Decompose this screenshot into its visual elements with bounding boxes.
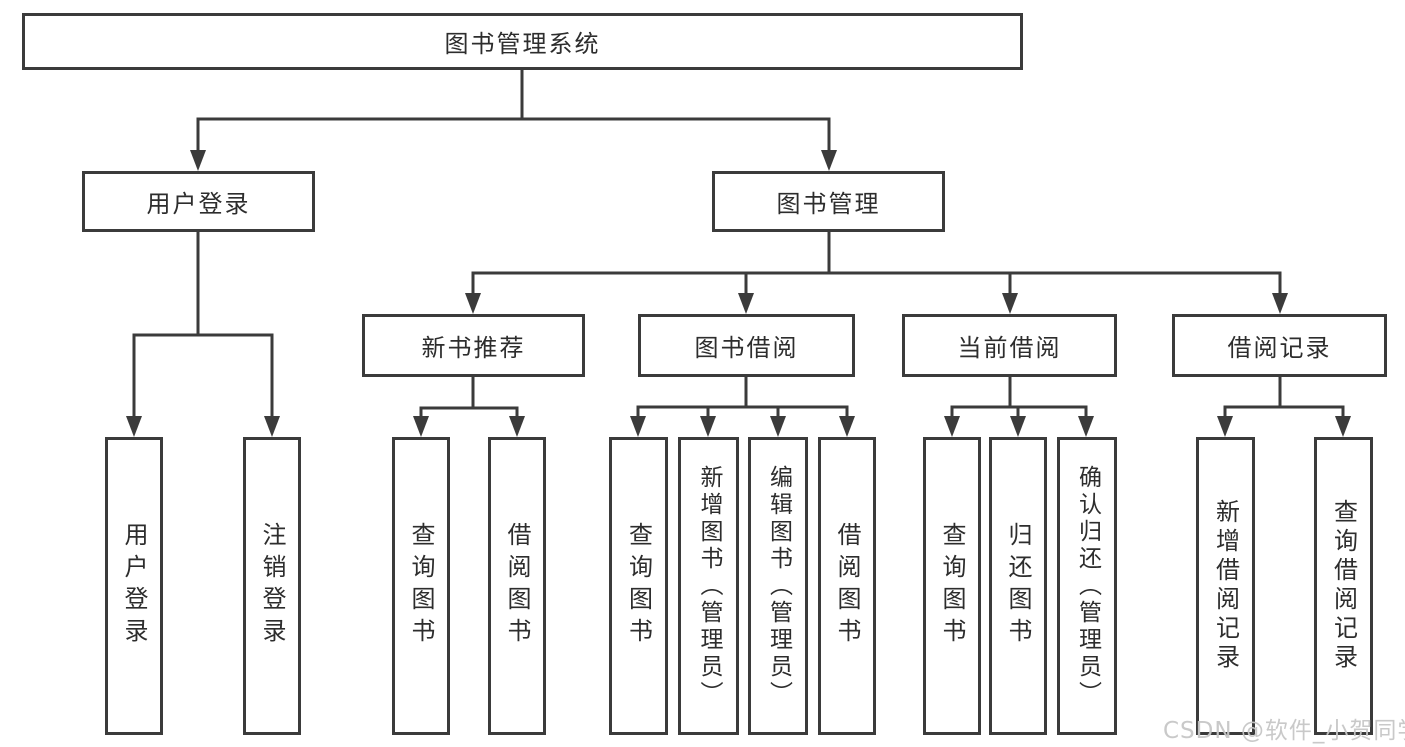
node-borrow-record: 借阅记录 bbox=[1172, 314, 1387, 377]
node-current-borrow: 当前借阅 bbox=[902, 314, 1117, 377]
csdn-watermark: CSDN @软件_小贺同学 bbox=[1163, 718, 1405, 744]
node-book-borrow: 图书借阅 bbox=[638, 314, 855, 377]
leaf-record-query-borrow-record: 查询借阅记录 bbox=[1314, 437, 1373, 735]
leaf-current-return-books: 归还图书 bbox=[989, 437, 1047, 735]
node-root: 图书管理系统 bbox=[22, 13, 1023, 70]
leaf-newbook-query-books: 查询图书 bbox=[392, 437, 450, 735]
node-new-book-recommend: 新书推荐 bbox=[362, 314, 585, 377]
leaf-borrow-query-books: 查询图书 bbox=[609, 437, 668, 735]
leaf-current-query-books: 查询图书 bbox=[923, 437, 981, 735]
leaf-newbook-borrow-books: 借阅图书 bbox=[488, 437, 546, 735]
node-book-management: 图书管理 bbox=[712, 171, 945, 232]
leaf-borrow-borrow-books: 借阅图书 bbox=[818, 437, 876, 735]
leaf-borrow-add-books-admin: 新增图书（管理员） bbox=[678, 437, 739, 735]
leaf-user-login: 用户登录 bbox=[105, 437, 163, 735]
node-user-login: 用户登录 bbox=[82, 171, 315, 232]
leaf-record-add-borrow-record: 新增借阅记录 bbox=[1196, 437, 1255, 735]
leaf-logout: 注销登录 bbox=[243, 437, 301, 735]
leaf-current-confirm-return-admin: 确认归还（管理员） bbox=[1057, 437, 1117, 735]
arrowheads bbox=[126, 150, 1351, 437]
leaf-borrow-edit-books-admin: 编辑图书（管理员） bbox=[748, 437, 808, 735]
